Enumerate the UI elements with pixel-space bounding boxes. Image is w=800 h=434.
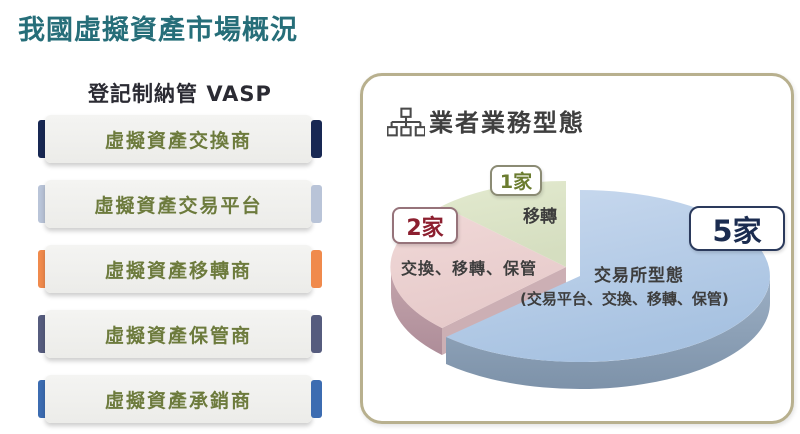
accent-bar (311, 250, 322, 288)
vasp-item-custody[interactable]: 虛擬資產保管商 (45, 310, 312, 358)
pie-slice-blue[interactable] (446, 190, 770, 362)
page-title: 我國虛擬資產市場概況 (18, 15, 298, 46)
vasp-section-heading: 登記制納管 VASP (88, 82, 272, 106)
vasp-item-exchange[interactable]: 虛擬資產交換商 (45, 115, 312, 163)
accent-bar (311, 380, 322, 418)
accent-bar (38, 250, 49, 288)
vasp-item-transfer[interactable]: 虛擬資產移轉商 (45, 245, 312, 293)
business-type-panel: 業者業務型態 1家 2家 (360, 73, 794, 424)
accent-bar (38, 185, 49, 223)
accent-bar (311, 315, 322, 353)
slice-sublabel-exchange-type: (交易平台、交換、移轉、保管) (520, 290, 729, 308)
accent-bar (38, 380, 49, 418)
list-item: 虛擬資產移轉商 (38, 245, 322, 293)
chart-title: 業者業務型態 (429, 109, 585, 137)
slice-label-exchange-type: 交易所型態 (594, 266, 684, 286)
pie-slice-blue-side (446, 276, 770, 390)
count-badge-pink: 2家 (392, 207, 458, 244)
accent-bar (38, 315, 49, 353)
vasp-list: 虛擬資產交換商 虛擬資產交易平台 虛擬資產移轉商 虛擬資產保管商 虛擬資產承銷商 (38, 115, 322, 434)
list-item: 虛擬資產交易平台 (38, 180, 322, 228)
slice-label-exchange-transfer-custody: 交換、移轉、保管 (401, 259, 538, 278)
accent-bar (311, 185, 322, 223)
list-item: 虛擬資產保管商 (38, 310, 322, 358)
accent-bar (311, 120, 322, 158)
org-chart-icon (386, 107, 427, 141)
vasp-item-underwriting[interactable]: 虛擬資產承銷商 (45, 375, 312, 423)
list-item: 虛擬資產交換商 (38, 115, 322, 163)
accent-bar (38, 120, 49, 158)
count-badge-blue: 5家 (689, 206, 785, 251)
slice-label-transfer: 移轉 (523, 207, 557, 227)
pie-chart[interactable] (376, 162, 796, 407)
pie-slice-pink-side (390, 267, 442, 355)
list-item: 虛擬資產承銷商 (38, 375, 322, 423)
vasp-item-trading-platform[interactable]: 虛擬資產交易平台 (45, 180, 312, 228)
pie-slice-green[interactable] (442, 180, 566, 267)
count-badge-green: 1家 (490, 165, 542, 196)
